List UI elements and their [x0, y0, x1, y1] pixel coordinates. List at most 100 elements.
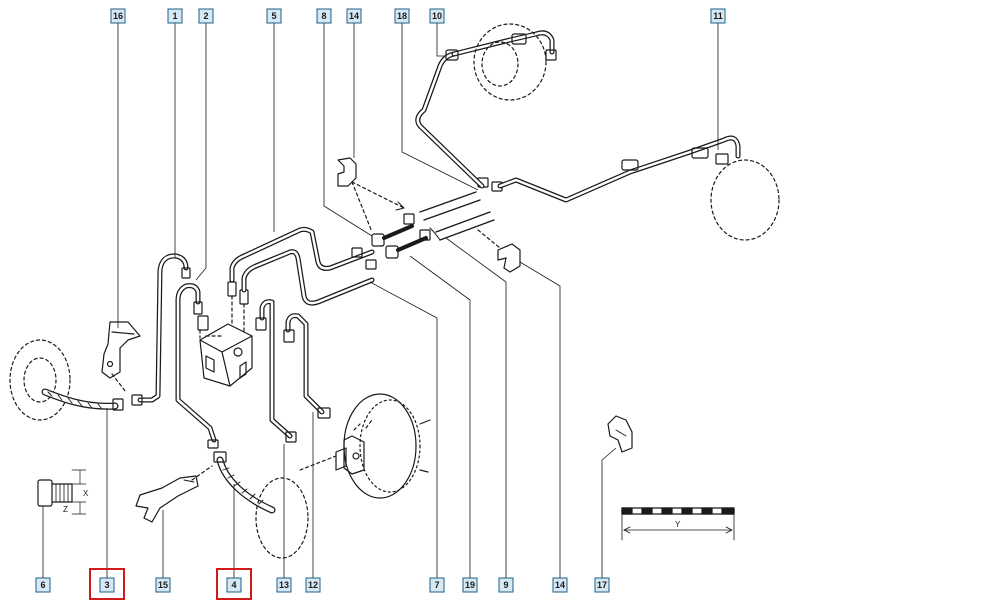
callout-7: 7 — [429, 577, 445, 593]
pipe-18 — [415, 51, 485, 189]
callout-label-13: 13 — [279, 580, 289, 590]
brake-booster — [299, 393, 431, 499]
assembly-arrows — [111, 335, 225, 481]
callout-5: 5 — [266, 8, 282, 24]
bracket-16 — [101, 321, 141, 379]
callout-label-11: 11 — [713, 11, 723, 21]
dimension-y-label: Y — [675, 520, 681, 529]
leader-line-19 — [409, 255, 471, 578]
leader-line-9 — [445, 237, 507, 578]
callout-box-8 — [316, 8, 332, 24]
callout-6: 6 — [35, 577, 51, 593]
callout-label-1: 1 — [172, 11, 177, 21]
callout-13: 13 — [276, 577, 292, 593]
callout-label-17: 17 — [597, 580, 607, 590]
callout-box-14 — [552, 577, 568, 593]
callout-label-16: 16 — [113, 11, 123, 21]
highlight-frame-4 — [216, 568, 252, 600]
left-wheel-disc — [9, 339, 71, 421]
callout-box-19 — [462, 577, 478, 593]
callout-9: 9 — [498, 577, 514, 593]
junction-connectors — [371, 177, 503, 259]
dimension-x-label: X — [83, 489, 89, 498]
callout-1: 1 — [167, 8, 183, 24]
callout-label-3: 3 — [104, 580, 109, 590]
callout-11: 11 — [710, 8, 726, 24]
callout-box-14 — [346, 8, 362, 24]
callout-box-18 — [394, 8, 410, 24]
pipe-12 — [283, 313, 331, 419]
callout-17: 17 — [594, 577, 610, 593]
leader-line-7 — [369, 281, 438, 578]
bracket-14-lower — [477, 229, 521, 273]
highlight-frame-3 — [89, 568, 125, 600]
callout-box-12 — [305, 577, 321, 593]
callout-label-2: 2 — [203, 11, 208, 21]
rear-right-wheel-disc-lower — [710, 159, 780, 241]
callout-19: 19 — [462, 577, 478, 593]
callout-15: 15 — [155, 577, 171, 593]
callout-box-5 — [266, 8, 282, 24]
callout-18: 18 — [394, 8, 410, 24]
pipe-5 — [229, 226, 375, 283]
rear-left-brake-hose — [41, 388, 124, 411]
callout-label-4: 4 — [231, 580, 236, 590]
leader-line-18 — [401, 23, 479, 191]
callout-label-7: 7 — [434, 580, 439, 590]
callout-14: 14 — [552, 577, 568, 593]
leader-line-2 — [195, 23, 207, 281]
rear-right-wheel-disc-upper — [473, 23, 547, 101]
callout-8: 8 — [316, 8, 332, 24]
callout-16: 16 — [110, 8, 126, 24]
leader-line-10 — [436, 23, 446, 57]
callout-label-6: 6 — [40, 580, 45, 590]
pipe-10 — [445, 30, 557, 61]
callout-label-10: 10 — [432, 11, 442, 21]
callout-box-1 — [167, 8, 183, 24]
pipe-11 — [497, 135, 741, 203]
callout-label-9: 9 — [503, 580, 508, 590]
callout-box-4 — [226, 577, 242, 593]
callout-label-14: 14 — [349, 11, 359, 21]
clip-17 — [607, 415, 633, 453]
leader-line-14 — [519, 261, 561, 578]
callout-box-16 — [110, 8, 126, 24]
callout-leaders — [42, 23, 719, 578]
bracket-15 — [135, 475, 199, 523]
callout-box-3 — [99, 577, 115, 593]
callout-box-2 — [198, 8, 214, 24]
callout-label-8: 8 — [321, 11, 326, 21]
callout-2: 2 — [198, 8, 214, 24]
pipe-2 — [175, 283, 219, 449]
callout-4: 4 — [216, 568, 252, 600]
callout-3: 3 — [89, 568, 125, 600]
callout-label-12: 12 — [308, 580, 318, 590]
callout-box-7 — [429, 577, 445, 593]
callout-box-15 — [155, 577, 171, 593]
callout-label-19: 19 — [465, 580, 475, 590]
callout-10: 10 — [429, 8, 445, 24]
callout-box-11 — [710, 8, 726, 24]
pipe-7 — [241, 247, 377, 306]
callout-box-13 — [276, 577, 292, 593]
leader-line-8 — [323, 23, 373, 237]
leader-line-17 — [601, 447, 617, 578]
callout-14: 14 — [346, 8, 362, 24]
callout-box-17 — [594, 577, 610, 593]
front-left-wheel-disc — [255, 477, 309, 559]
callout-label-18: 18 — [397, 11, 407, 21]
callout-12: 12 — [305, 577, 321, 593]
callout-box-10 — [429, 8, 445, 24]
callout-label-5: 5 — [271, 11, 276, 21]
dimension-z-label: Z — [63, 505, 68, 514]
callout-box-9 — [498, 577, 514, 593]
pipe-13 — [255, 299, 297, 443]
bracket-14-upper — [337, 157, 405, 233]
callout-box-6 — [35, 577, 51, 593]
scale-bar — [621, 507, 735, 541]
abs-hydraulic-unit — [197, 281, 253, 387]
callout-label-15: 15 — [158, 580, 168, 590]
pipe-1 — [131, 253, 191, 406]
